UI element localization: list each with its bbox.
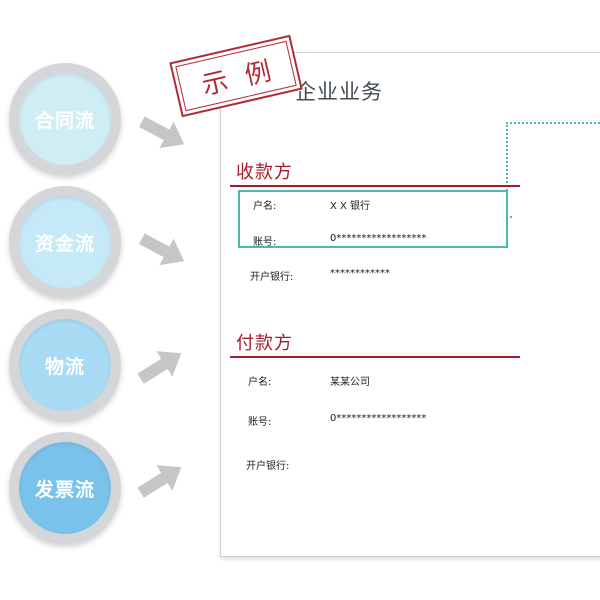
flow-label-invoice: 发票流 [34, 478, 95, 501]
payer-name-label: 户名: [248, 377, 272, 388]
payer-account-value: 0****************** [330, 413, 427, 424]
payer-name-value: 某某公司 [330, 377, 370, 388]
flow-circle-logistics: 物流 [9, 309, 121, 421]
arrow-right-up-2 [137, 465, 182, 498]
payer-account-label: 账号: [248, 417, 272, 428]
arrow-right-up-1 [137, 351, 182, 384]
dotted-connector-line [506, 122, 600, 218]
payer-bank-label: 开户银行: [246, 461, 290, 472]
arrow-right-down-2 [138, 233, 185, 266]
flow-circle-funds: 资金流 [9, 186, 121, 298]
flow-label-logistics: 物流 [44, 355, 85, 378]
payer-divider [230, 356, 520, 358]
payer-heading: 付款方 [236, 333, 293, 354]
document-title: 企业业务 [295, 80, 383, 104]
flow-circle-logistics-inner: 物流 [19, 319, 111, 411]
payee-bank-label: 开户银行: [250, 272, 294, 283]
payee-account-label: 账号: [253, 237, 277, 248]
payee-name-label: 户名: [253, 201, 277, 212]
dotted-connector-tick [506, 216, 512, 218]
flow-label-funds: 资金流 [34, 232, 95, 255]
payee-account-value: 0****************** [330, 233, 427, 244]
payee-bank-value: ************ [330, 268, 390, 279]
payee-highlight-box [238, 190, 508, 248]
flow-circle-contract: 合同流 [9, 63, 121, 175]
flow-circle-funds-inner: 资金流 [19, 196, 111, 288]
payee-divider [230, 185, 520, 187]
flow-circle-contract-inner: 合同流 [19, 73, 111, 165]
flow-circle-invoice: 发票流 [9, 432, 121, 544]
flow-label-contract: 合同流 [34, 109, 95, 132]
flow-circle-invoice-inner: 发票流 [19, 442, 111, 534]
payee-name-value: X X 银行 [330, 201, 371, 212]
document-panel [220, 52, 600, 557]
payee-heading: 收款方 [236, 162, 293, 183]
